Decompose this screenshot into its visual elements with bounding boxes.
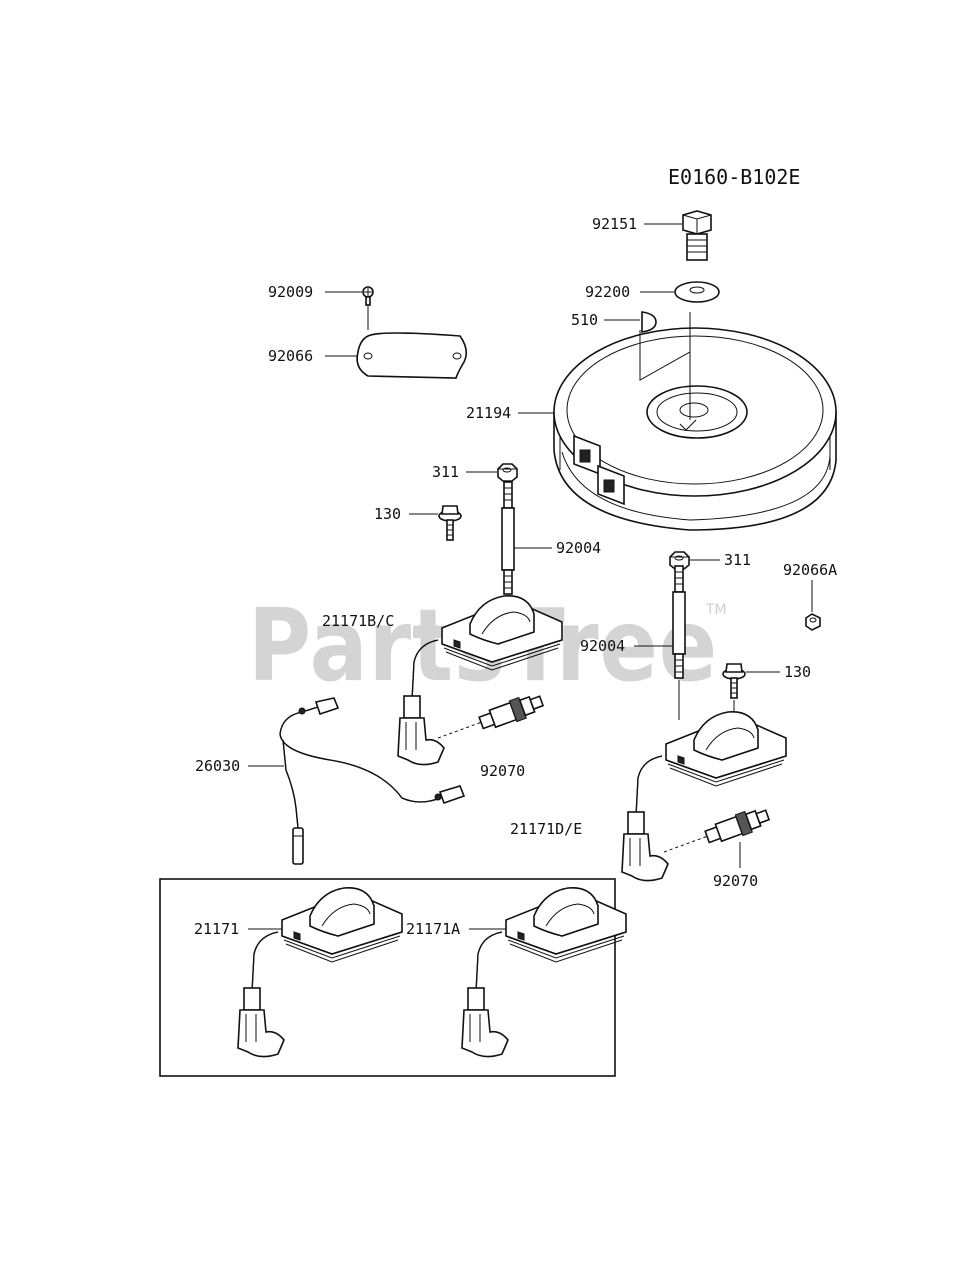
screw-92009 <box>362 286 374 306</box>
nut-311-left <box>497 463 518 482</box>
label-21171: 21171 <box>194 920 239 938</box>
label-92004-right: 92004 <box>580 637 625 655</box>
label-21171a: 21171A <box>406 920 460 938</box>
label-21171de: 21171D/E <box>510 820 582 838</box>
flywheel-21194 <box>553 312 837 531</box>
label-92200: 92200 <box>585 283 630 301</box>
watermark-trademark: TM <box>705 602 727 618</box>
plate-92066 <box>356 332 468 379</box>
label-510: 510 <box>571 311 598 329</box>
washer-92200 <box>674 281 720 303</box>
diagram-code: E0160-B102E <box>668 165 800 189</box>
label-311-right: 311 <box>724 551 751 569</box>
wire-harness-26030 <box>279 697 466 865</box>
label-92151: 92151 <box>592 215 637 233</box>
bolt-130-right <box>722 663 746 699</box>
label-92070-left: 92070 <box>480 762 525 780</box>
label-92070-right: 92070 <box>713 872 758 890</box>
key-510 <box>641 311 657 333</box>
label-26030: 26030 <box>195 757 240 775</box>
stud-92004-right <box>672 565 686 679</box>
label-92004-left: 92004 <box>556 539 601 557</box>
label-92066: 92066 <box>268 347 313 365</box>
label-92066a: 92066A <box>783 561 837 579</box>
sparkplug-92070-right <box>663 809 770 853</box>
label-92009: 92009 <box>268 283 313 301</box>
nut-92066a <box>805 613 821 631</box>
label-130-left: 130 <box>374 505 401 523</box>
label-130-right: 130 <box>784 663 811 681</box>
stud-92004-left <box>501 481 515 595</box>
label-311-left: 311 <box>432 463 459 481</box>
label-21171bc: 21171B/C <box>322 612 394 630</box>
coil-21171de <box>621 711 787 882</box>
label-21194: 21194 <box>466 404 511 422</box>
bolt-92151 <box>682 210 712 261</box>
bolt-130-left <box>438 505 462 541</box>
